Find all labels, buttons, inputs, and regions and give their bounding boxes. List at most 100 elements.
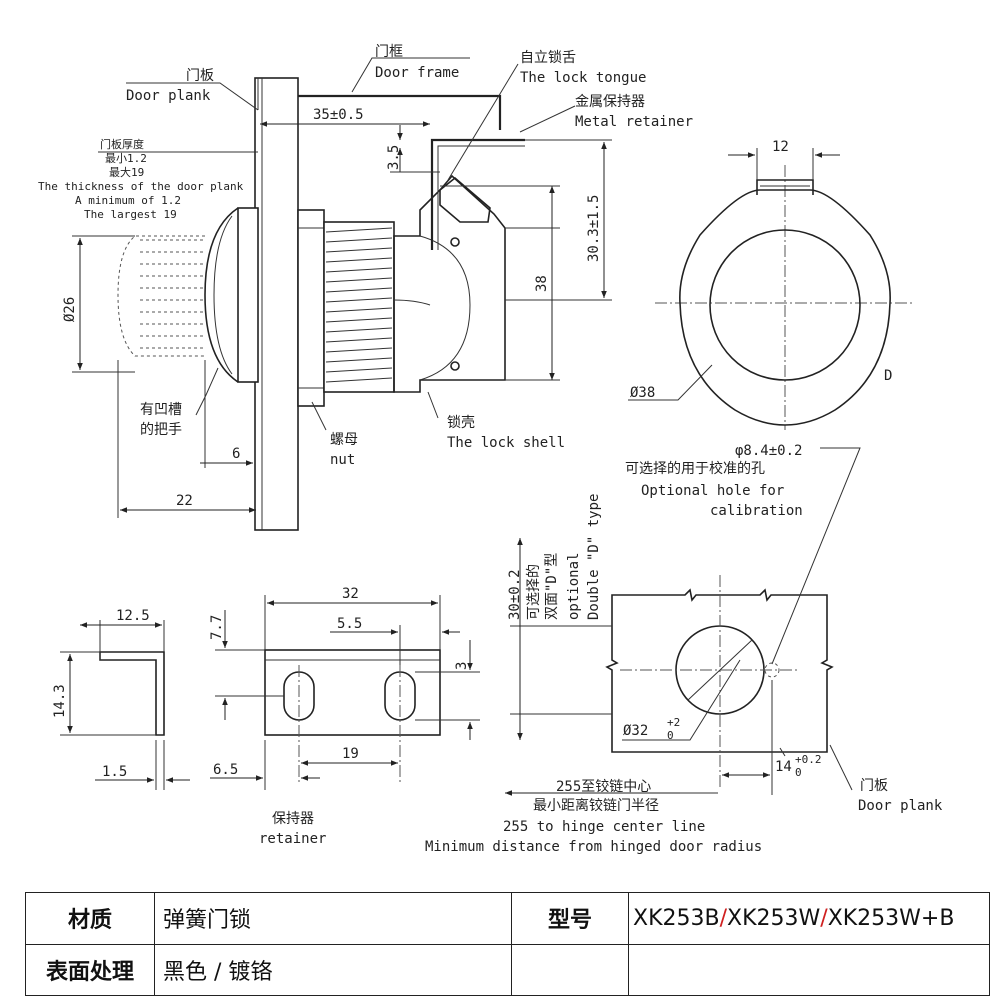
- dim-35: 35±0.5: [313, 107, 364, 123]
- front-view: 12 Ø38 D: [628, 139, 915, 430]
- door-frame-label-cn: 门框: [375, 44, 403, 60]
- calib-dim: φ8.4±0.2: [735, 443, 802, 459]
- lock-shell-label-en: The lock shell: [447, 435, 565, 451]
- model-3: XK253W+B: [827, 905, 955, 931]
- dim-7-7: 7.7: [209, 615, 225, 640]
- front-outer-ring: [679, 189, 891, 426]
- retainer-label-cn: 保持器: [272, 811, 314, 827]
- dim-6: 6: [232, 446, 240, 462]
- door-frame-label-en: Door frame: [375, 65, 459, 81]
- door-plank-label-cn: 门板: [186, 68, 214, 84]
- dtype-en1: optional: [566, 553, 582, 620]
- retainer-plate: [264, 649, 441, 736]
- hinge-dim: 255至铰链中心: [556, 779, 651, 795]
- lock-shell-label-cn: 锁壳: [447, 414, 475, 431]
- nut-label-cn: 螺母: [330, 432, 358, 448]
- thickness-label-en3: The largest 19: [84, 208, 177, 221]
- dim-22: 22: [176, 493, 193, 509]
- handle-dotted-projection: [117, 235, 205, 357]
- dim-phi38: Ø38: [630, 385, 655, 401]
- dim-14-tol-up: +0.2: [795, 753, 822, 766]
- dim-19: 19: [342, 746, 359, 762]
- spec-row-2: 表面处理 黑色 / 镀铬: [25, 943, 990, 996]
- cutout-panel: [605, 588, 834, 753]
- lock-tongue-label-en: The lock tongue: [520, 70, 646, 86]
- model-1: XK253B: [633, 905, 720, 931]
- dim-1-5: 1.5: [102, 764, 127, 780]
- door-plank2-label-cn: 门板: [860, 778, 888, 794]
- side-view: 35±0.5 3.5 30.3±1.5 38 Ø26 6 22 门板 Door …: [38, 44, 693, 531]
- thickness-label-en2: A minimum of 1.2: [75, 194, 181, 207]
- dim-14-tol-dn: 0: [795, 766, 802, 779]
- handle-label-cn2: 的把手: [140, 422, 182, 438]
- calib-cn: 可选择的用于校准的孔: [625, 460, 765, 477]
- front-inner-ring: [709, 229, 861, 381]
- model-value: XK253B/XK253W/XK253W+B: [628, 892, 990, 945]
- handle-label-cn1: 有凹槽: [140, 402, 182, 418]
- thickness-label-cn1: 门板厚度: [100, 137, 144, 151]
- thickness-label-cn3: 最大19: [109, 165, 144, 179]
- model-sep-1: /: [719, 905, 728, 931]
- dtype-en2: Double "D" type: [586, 494, 602, 620]
- dim-12: 12: [772, 139, 789, 155]
- dim-30-3: 30.3±1.5: [586, 195, 602, 262]
- dim-38: 38: [534, 275, 550, 292]
- hinge-cn: 最小距离铰链门半径: [533, 797, 659, 814]
- nut-shape: [297, 209, 325, 407]
- model-2: XK253W: [727, 905, 821, 931]
- dim-12-5: 12.5: [116, 608, 150, 624]
- spec-row-1: 材质 弹簧门锁 型号 XK253B/XK253W/XK253W+B: [25, 892, 990, 945]
- lock-tongue-shape: [439, 176, 491, 223]
- calib-en1: Optional hole for: [641, 483, 784, 499]
- dtype-dim: 30±0.2: [507, 569, 523, 620]
- d-mark: D: [884, 368, 892, 384]
- lock-shell-shape: [393, 174, 506, 393]
- thickness-label-cn2: 最小1.2: [105, 152, 147, 165]
- door-plank-label-en: Door plank: [126, 88, 211, 104]
- dtype-cn2: 双面"D"型: [544, 553, 560, 620]
- threaded-body-shape: [323, 221, 395, 393]
- front-tongue-top: [756, 179, 814, 195]
- technical-drawing: 35±0.5 3.5 30.3±1.5 38 Ø26 6 22 门板 Door …: [38, 44, 943, 855]
- hinge-en2: Minimum distance from hinged door radius: [425, 839, 762, 855]
- retainer-side-view: 12.5 14.3 1.5: [52, 608, 190, 790]
- door-frame-shape: [298, 94, 502, 130]
- dim-phi32-tol-up: +2: [667, 716, 680, 729]
- lock-tongue-label-cn: 自立锁舌: [520, 50, 576, 66]
- dim-3-5: 3.5: [386, 145, 402, 170]
- retainer-label-en: retainer: [259, 831, 326, 847]
- surface-value: 黑色 / 镀铬: [154, 943, 512, 996]
- dim-14-3: 14.3: [52, 684, 68, 718]
- retainer-top-view: 32 5.5 7.7 3 6.5 19 保持器 retainer: [209, 586, 480, 847]
- surface-label: 表面处理: [25, 943, 155, 996]
- dim-6-5: 6.5: [213, 762, 238, 778]
- cutout-view: Ø32 +2 0 30±0.2 可选择的 双面"D"型 optional Dou…: [425, 443, 943, 855]
- nut-label-en: nut: [330, 452, 355, 468]
- hinge-en1: 255 to hinge center line: [503, 819, 705, 835]
- empty-cell-1: [511, 943, 629, 996]
- material-value: 弹簧门锁: [154, 892, 512, 945]
- metal-retainer-shape: [430, 138, 525, 250]
- material-label: 材质: [25, 892, 155, 945]
- dim-phi32-tol-dn: 0: [667, 729, 674, 742]
- metal-retainer-label-en: Metal retainer: [575, 114, 693, 130]
- calib-en2: calibration: [710, 503, 803, 519]
- flange-shape: [237, 207, 259, 383]
- empty-cell-2: [628, 943, 990, 996]
- dim-5-5: 5.5: [337, 616, 362, 632]
- handle-dome-shape: [204, 207, 239, 383]
- metal-retainer-label-cn: 金属保持器: [575, 94, 645, 110]
- dtype-cn1: 可选择的: [526, 564, 542, 620]
- model-sep-2: /: [820, 905, 828, 931]
- dim-14: 14: [775, 759, 792, 775]
- spec-table: 材质 弹簧门锁 型号 XK253B/XK253W/XK253W+B 表面处理 黑…: [25, 892, 990, 996]
- dim-32: 32: [342, 586, 359, 602]
- model-label: 型号: [511, 892, 629, 945]
- dim-3: 3: [454, 662, 470, 670]
- thread-lines: [325, 227, 393, 383]
- thickness-label-en1: The thickness of the door plank: [38, 180, 244, 193]
- door-plank-shape: [254, 77, 299, 531]
- dim-phi32: Ø32: [623, 723, 648, 739]
- door-plank2-label-en: Door plank: [858, 798, 943, 814]
- dim-phi26: Ø26: [62, 297, 78, 322]
